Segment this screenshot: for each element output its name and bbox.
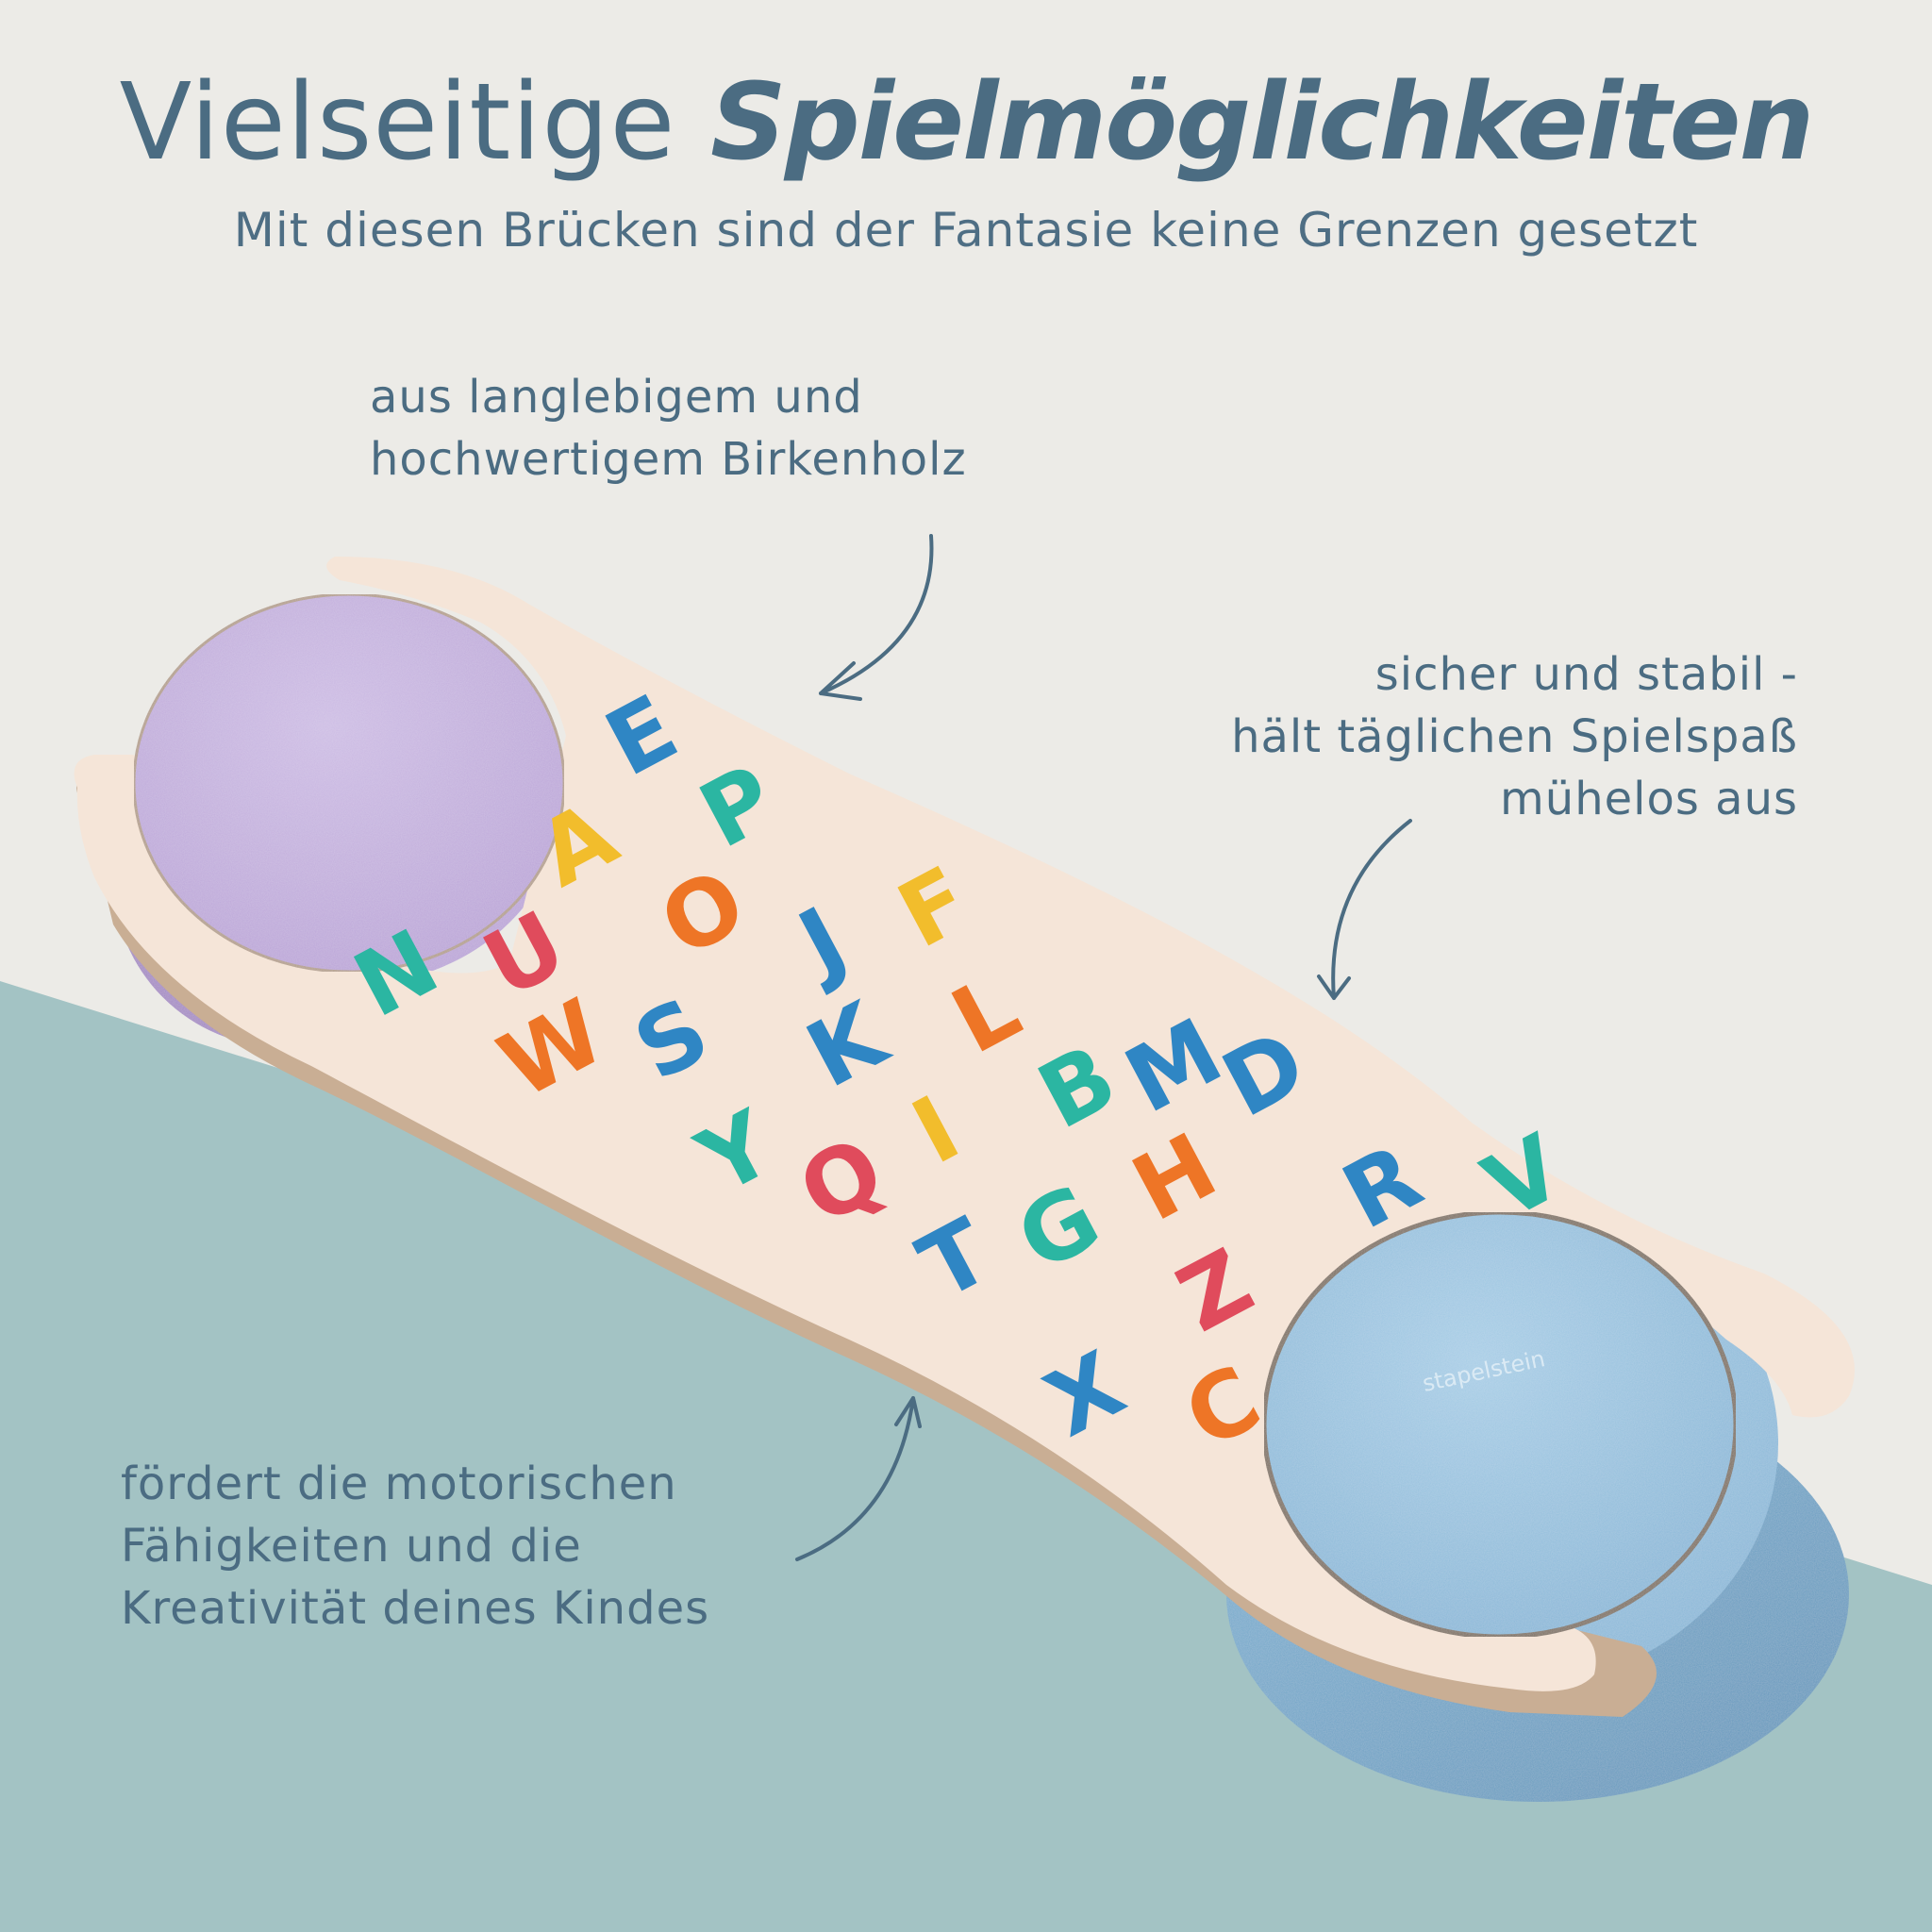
- callout-stability-line: hält täglichen Spielspaß: [1231, 710, 1798, 763]
- callout-stability-line: mühelos aus: [1500, 773, 1798, 825]
- stone-right-top: [1261, 1209, 1739, 1640]
- callout-development: fördert die motorischen Fähigkeiten und …: [121, 1453, 709, 1640]
- callout-stability-line: sicher und stabil -: [1374, 648, 1798, 701]
- stone-left-top: [132, 592, 566, 974]
- title-light: Vielseitige: [119, 61, 676, 184]
- callout-material-line: hochwertigem Birkenholz: [370, 433, 967, 486]
- title-bold: Spielmöglichkeiten: [709, 61, 1814, 184]
- callout-stability: sicher und stabil - hält täglichen Spiel…: [1231, 643, 1798, 830]
- callout-development-line: fördert die motorischen: [121, 1457, 677, 1510]
- callout-material-line: aus langlebigem und: [370, 371, 863, 424]
- subtitle: Mit diesen Brücken sind der Fantasie kei…: [233, 203, 1699, 258]
- curved-arrow-down-icon: [1317, 819, 1412, 1000]
- callout-material: aus langlebigem und hochwertigem Birkenh…: [370, 366, 967, 491]
- wooden-board: [74, 557, 1856, 1691]
- curved-arrow-down-icon: [1297, 821, 1410, 1000]
- curved-arrow-up-icon: [795, 1396, 922, 1561]
- page-title: Vielseitige Spielmöglichkeiten: [0, 57, 1932, 189]
- callout-development-line: Kreativität deines Kindes: [121, 1582, 710, 1635]
- curved-arrow-down-left-icon: [819, 534, 934, 701]
- callout-development-line: Fähigkeiten und die: [121, 1520, 582, 1573]
